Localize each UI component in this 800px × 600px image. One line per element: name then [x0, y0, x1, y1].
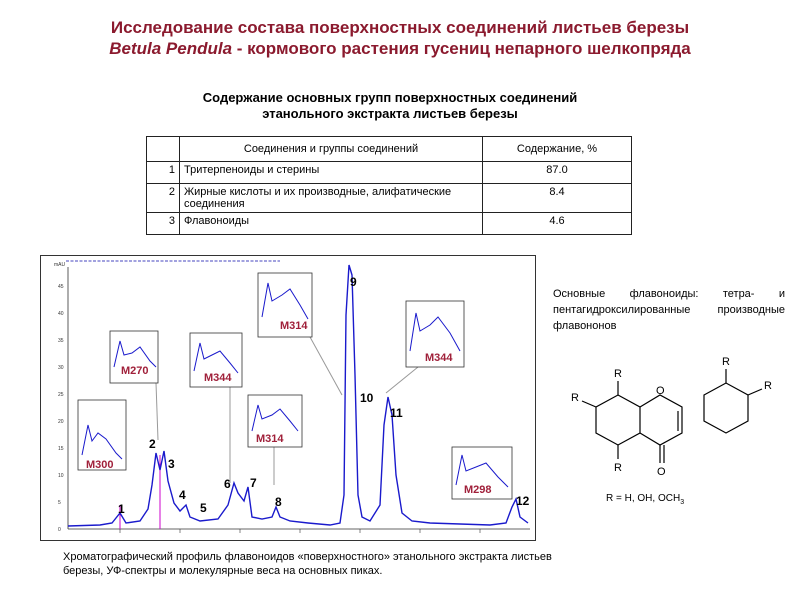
header-content: Содержание, %: [482, 136, 632, 162]
row-value: 87.0: [482, 161, 632, 184]
table-row: 3 Флавоноиды 4.6: [146, 212, 632, 235]
header-compound: Соединения и группы соединений: [179, 136, 483, 162]
uv-spectrum-inset: M300: [77, 399, 127, 471]
row-name: Тритерпеноиды и стерины: [179, 161, 483, 184]
row-num: 3: [146, 212, 180, 235]
peak-number: 1: [118, 502, 125, 516]
peak-number: 6: [224, 477, 231, 491]
title-line-2-rest: - кормового растения гусениц непарного ш…: [232, 39, 691, 58]
peak-number: 4: [179, 488, 186, 502]
y-tick-label: 15: [58, 446, 64, 452]
peak-number: 8: [275, 495, 282, 509]
y-tick-label: 35: [58, 338, 64, 344]
title-line-1: Исследование состава поверхностных соеди…: [110, 18, 690, 37]
peak-number: 11: [390, 406, 403, 420]
y-tick-label: 30: [58, 365, 64, 371]
mass-label: M344: [425, 352, 453, 364]
flavone-bonds: [581, 369, 763, 463]
uv-spectrum-inset: M344: [189, 332, 243, 388]
row-value: 8.4: [482, 183, 632, 213]
atom-o: O: [657, 466, 666, 478]
y-ticks: 0 5 10 15 20 25 30 35 40 45: [58, 284, 64, 533]
uv-spectrum-inset: M344: [405, 300, 465, 368]
peak-number: 12: [516, 494, 530, 508]
chromatogram-figure: mAU 0 5 10 15 20 25 30 35 40 45 1 2 3 4 …: [40, 255, 536, 541]
uv-spectrum-inset: M270: [109, 330, 159, 384]
mass-label: M314: [280, 320, 308, 332]
mass-label: M344: [204, 372, 232, 384]
header-num: [146, 136, 180, 162]
uv-spectrum-inset: M314: [247, 394, 303, 448]
uv-spectrum-inset: M298: [451, 446, 513, 500]
y-tick-label: 25: [58, 392, 64, 398]
atom-r: R: [614, 368, 622, 380]
table-row: 1 Тритерпеноиды и стерины 87.0: [146, 161, 632, 184]
row-value: 4.6: [482, 212, 632, 235]
chromatogram-trace: [67, 264, 529, 527]
y-tick-label: 40: [58, 311, 64, 317]
peak-number: 10: [360, 391, 374, 405]
peak-number: 7: [250, 476, 257, 490]
mass-label: M314: [256, 433, 284, 445]
mass-label: M270: [121, 365, 149, 377]
x-ticks: [119, 529, 481, 533]
table-row: 2 Жирные кислоты и их производные, алифа…: [146, 183, 632, 213]
row-num: 2: [146, 183, 180, 213]
atom-r: R: [571, 392, 579, 404]
peak-number: 9: [350, 275, 357, 289]
y-tick-label: 0: [58, 527, 61, 533]
peak-number: 2: [149, 437, 156, 451]
y-tick-label: 10: [58, 473, 64, 479]
uv-spectrum-inset: M314: [257, 272, 313, 338]
row-name: Жирные кислоты и их производные, алифати…: [179, 183, 483, 213]
table-title: Содержание основных групп поверхностных …: [100, 90, 680, 122]
substituent-formula: R = H, OH, OCH3: [606, 493, 684, 506]
row-name: Флавоноиды: [179, 212, 483, 235]
table-title-line-1: Содержание основных групп поверхностных …: [202, 90, 578, 105]
chromatogram-caption: Хроматографический профиль флавоноидов «…: [63, 551, 552, 577]
y-tick-label: 45: [58, 284, 64, 290]
atom-r: R: [722, 356, 730, 368]
y-tick-label: 20: [58, 419, 64, 425]
table-title-line-2: этанольного экстракта листьев березы: [262, 106, 518, 121]
row-num: 1: [146, 161, 180, 184]
mass-label: M298: [464, 484, 492, 496]
flavonoid-description: Основные флавоноиды: тетра- и пентагидро…: [553, 288, 785, 332]
atom-o: O: [656, 385, 665, 397]
title-line-2: Betula Pendula - кормового растения гусе…: [0, 38, 800, 59]
species-name: Betula Pendula: [109, 39, 233, 58]
atom-r: R: [614, 462, 622, 474]
atom-r: R: [764, 380, 772, 392]
formula-text: R = H, OH, OCH: [606, 493, 680, 504]
slide-title: Исследование состава поверхностных соеди…: [0, 17, 800, 59]
mass-label: M300: [86, 459, 114, 471]
flavone-structure: R R R R R O O R = H, OH, OCH3: [571, 356, 772, 506]
composition-table: Соединения и группы соединений Содержани…: [146, 136, 632, 235]
y-tick-label: 5: [58, 500, 61, 506]
peak-number: 3: [168, 457, 175, 471]
peak-number: 5: [200, 501, 207, 515]
table-header-row: Соединения и группы соединений Содержани…: [146, 136, 632, 162]
formula-subscript: 3: [680, 499, 684, 506]
y-unit-label: mAU: [54, 262, 66, 268]
